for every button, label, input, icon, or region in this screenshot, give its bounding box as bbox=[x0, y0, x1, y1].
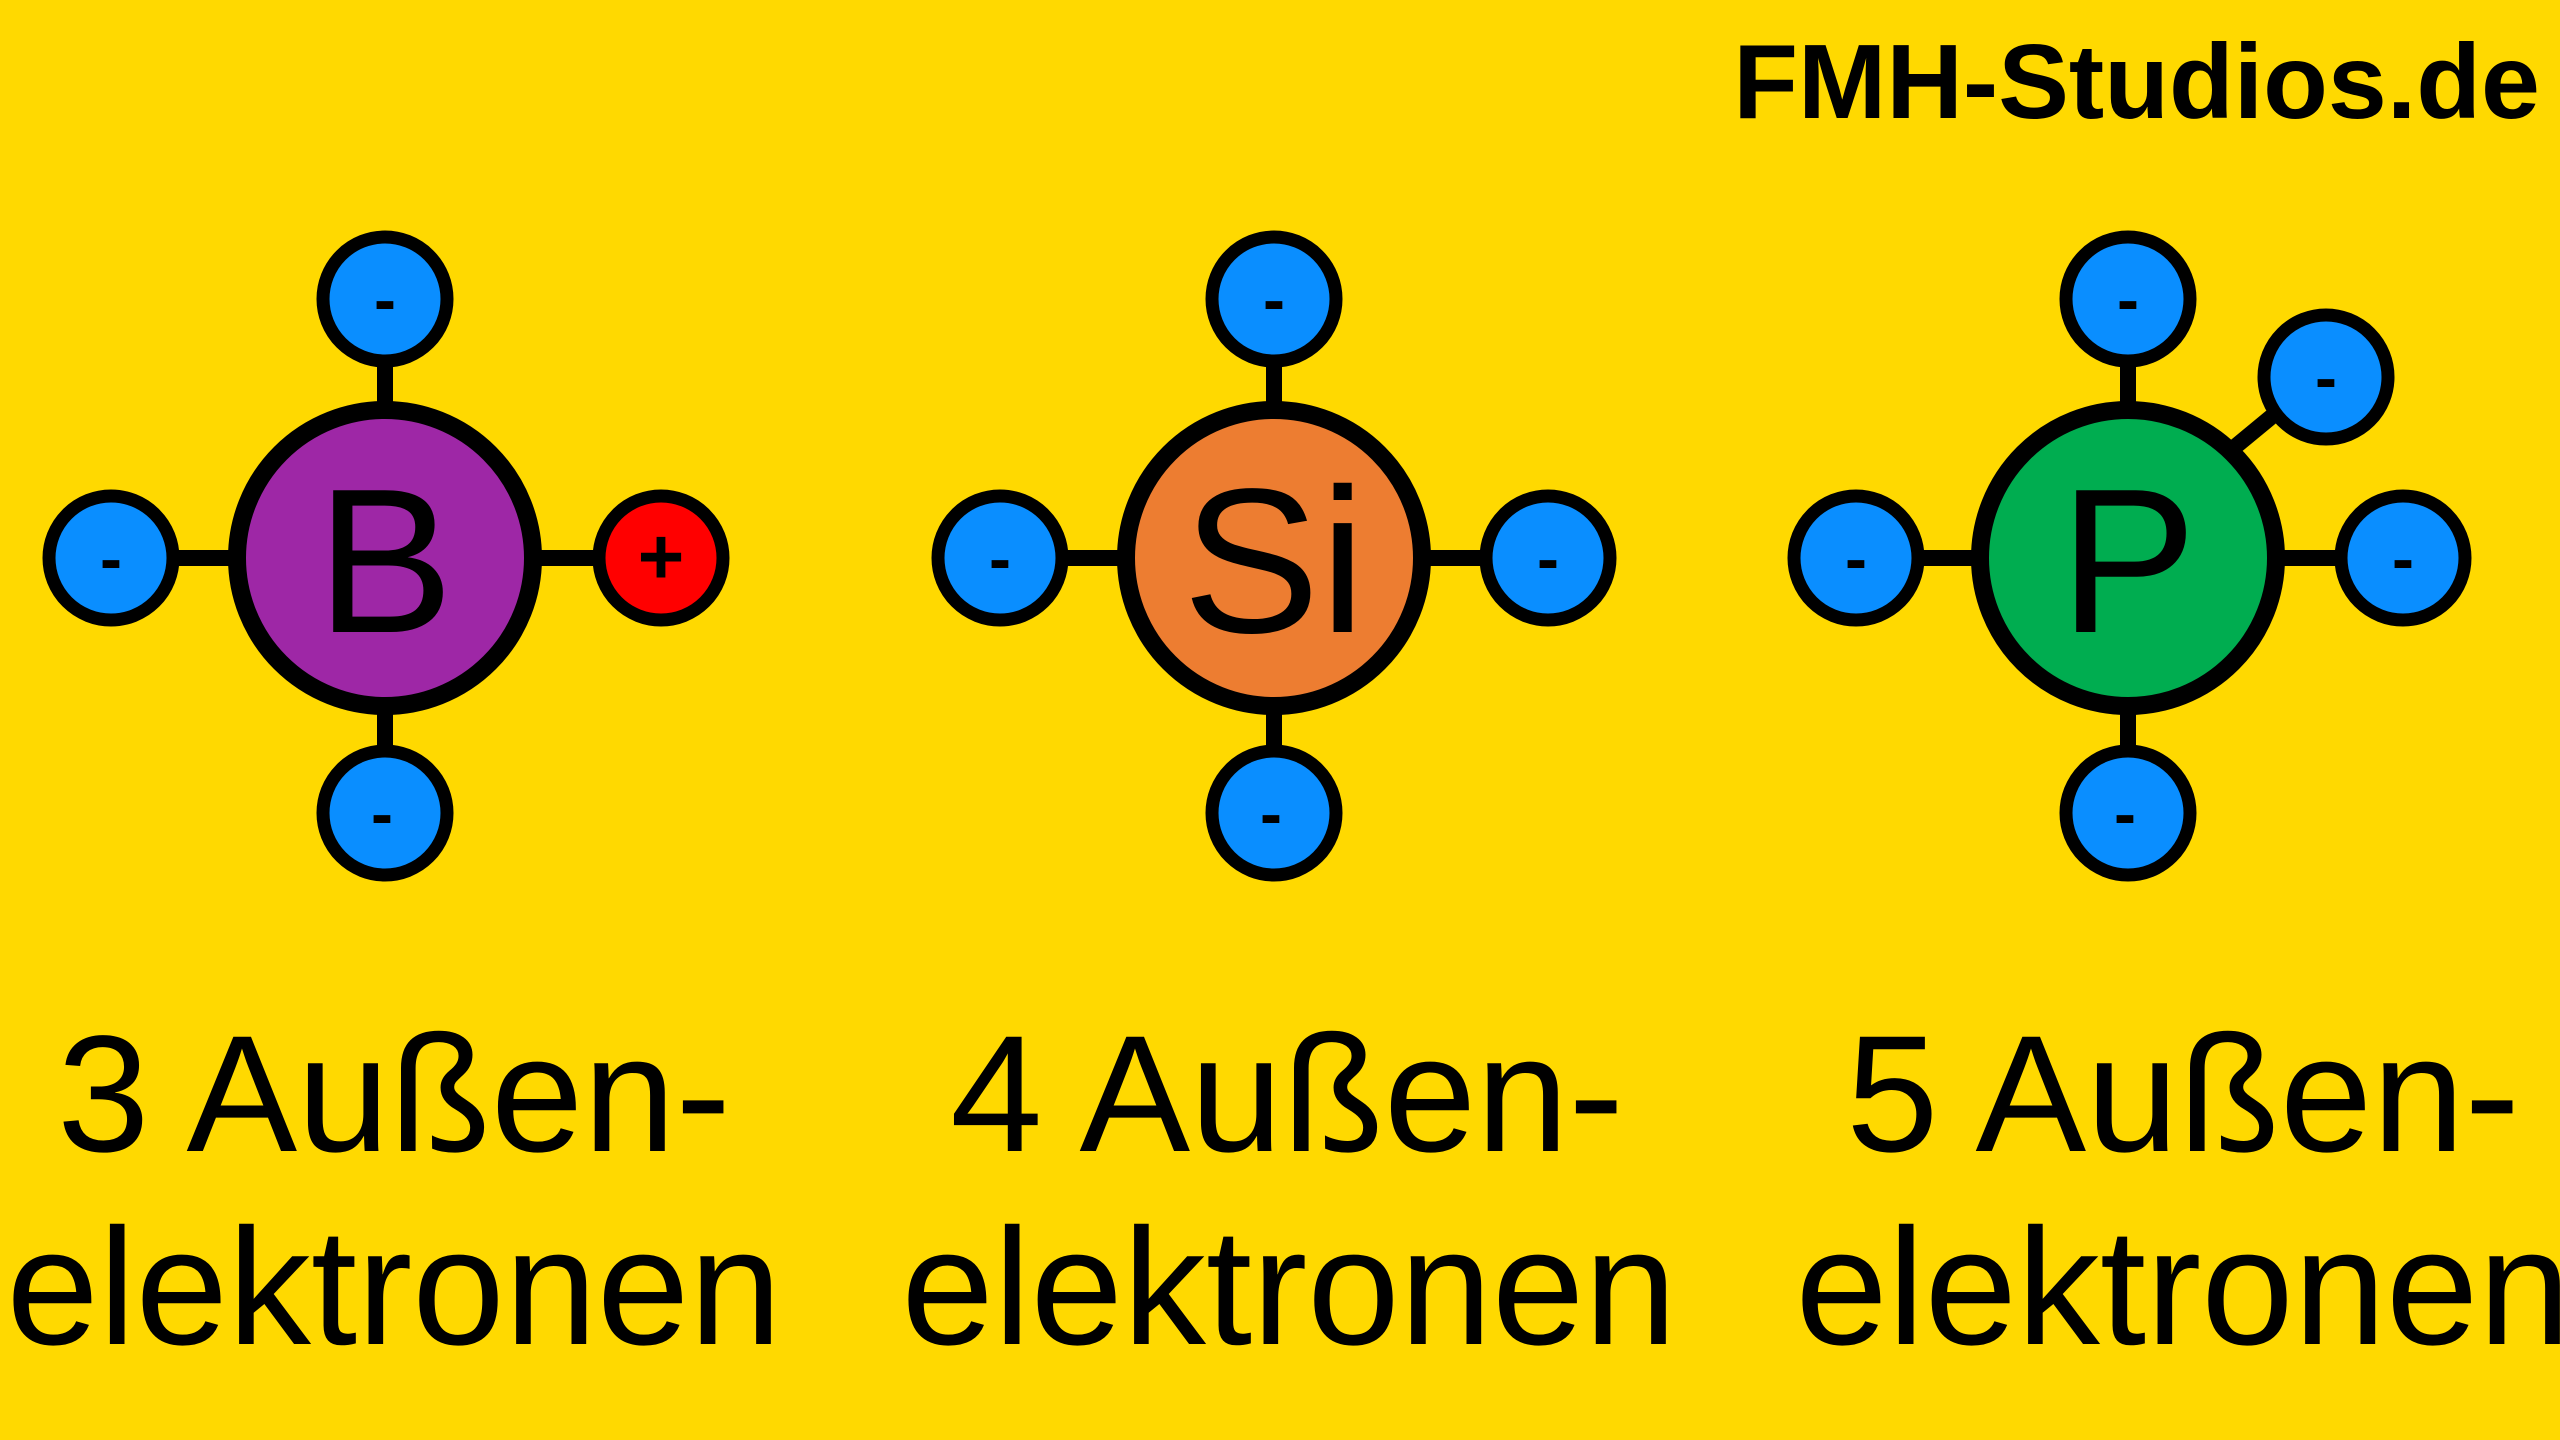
atom-silicon: Si - - - - 4 Außen- elektronen bbox=[901, 230, 1677, 1380]
electron-bottom: - bbox=[316, 744, 454, 882]
minus-sign-icon: - bbox=[2392, 521, 2414, 595]
minus-sign-icon: - bbox=[1263, 262, 1285, 336]
electron-top: - bbox=[316, 230, 454, 368]
caption-line1-boron: 3 Außen- bbox=[57, 1002, 731, 1187]
electron-right: - bbox=[1479, 489, 1617, 627]
electron-left: - bbox=[42, 489, 180, 627]
electron-extra: - bbox=[2257, 308, 2395, 446]
electron-right: - bbox=[2334, 489, 2472, 627]
caption-line2-boron: elektronen bbox=[6, 1195, 781, 1380]
caption-line1-phosphorus: 5 Außen- bbox=[1846, 1002, 2520, 1187]
minus-sign-icon: - bbox=[1845, 521, 1867, 595]
electron-top: - bbox=[1205, 230, 1343, 368]
element-symbol-b: B bbox=[316, 446, 453, 676]
hole-right: + bbox=[592, 489, 730, 627]
minus-sign-icon: - bbox=[1537, 521, 1559, 595]
plus-sign-icon: + bbox=[638, 512, 685, 601]
electron-top: - bbox=[2059, 230, 2197, 368]
minus-sign-icon: - bbox=[2315, 340, 2337, 414]
electron-bottom: - bbox=[1205, 744, 1343, 882]
nucleus-b bbox=[228, 401, 542, 715]
atom-boron: B - - - + 3 Außen- elektronen bbox=[6, 230, 782, 1380]
caption-line1-silicon: 4 Außen- bbox=[950, 1002, 1624, 1187]
caption-line2-silicon: elektronen bbox=[901, 1195, 1676, 1380]
minus-sign-icon: - bbox=[100, 521, 122, 595]
electron-bottom: - bbox=[2059, 744, 2197, 882]
element-symbol-p: P bbox=[2059, 446, 2196, 676]
minus-sign-icon: - bbox=[371, 776, 393, 850]
minus-sign-icon: - bbox=[374, 262, 396, 336]
brand-watermark: FMH-Studios.de bbox=[1733, 23, 2540, 141]
caption-line2-phosphorus: elektronen bbox=[1795, 1195, 2560, 1380]
element-symbol-si: Si bbox=[1182, 446, 1365, 676]
minus-sign-icon: - bbox=[2117, 262, 2139, 336]
electron-left: - bbox=[1787, 489, 1925, 627]
electron-left: - bbox=[931, 489, 1069, 627]
minus-sign-icon: - bbox=[989, 521, 1011, 595]
minus-sign-icon: - bbox=[1260, 776, 1282, 850]
minus-sign-icon: - bbox=[2114, 776, 2136, 850]
nucleus-p bbox=[1971, 401, 2285, 715]
nucleus-si bbox=[1117, 401, 1431, 715]
atom-phosphorus: P - - - - - 5 Außen- elektronen bbox=[1787, 230, 2560, 1380]
